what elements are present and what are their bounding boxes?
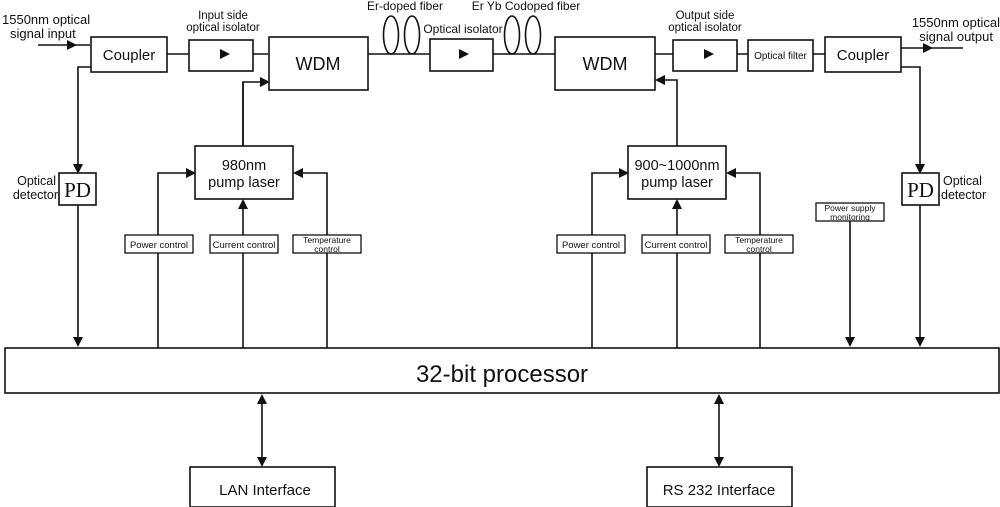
wdm-right-pump-arrow-icon <box>655 75 665 85</box>
coupler-left-label: Coupler <box>103 47 156 64</box>
rs232-link-up-arrow-icon <box>714 394 724 404</box>
detector-left-label-line2: detector <box>13 188 58 202</box>
pump-right-label-line1: 900~1000nm <box>634 158 719 174</box>
er-doped-fiber-label: Er-doped fiber <box>367 0 443 13</box>
input-isolator-caption-line2: optical isolator <box>186 22 260 34</box>
power-control-left-line <box>157 172 188 348</box>
temperature-control-right-label-line1: Temperature <box>735 235 783 245</box>
er-yb-fiber-coil-1 <box>503 15 521 55</box>
pump-laser-right <box>627 145 727 200</box>
output-signal-label-line1: 1550nm optical <box>912 15 1000 30</box>
er-yb-fiber-coil-2 <box>524 15 542 55</box>
current-control-left-arrow-icon <box>238 199 248 209</box>
current-control-left <box>209 234 279 254</box>
er-yb-fiber-label: Er Yb Codoped fiber <box>472 0 581 13</box>
power-supply-monitoring-label-line1: Power supply <box>824 203 876 213</box>
output-arrow-icon <box>923 43 933 53</box>
input-optical-isolator <box>188 39 254 72</box>
coupler-right <box>824 36 902 73</box>
temperature-control-left <box>292 234 362 254</box>
pump-left-feed-line <box>242 81 262 146</box>
power-control-right-arrow-icon <box>619 168 629 178</box>
input-arrow-icon <box>67 40 77 50</box>
pump-right-feed-line <box>663 79 678 146</box>
rs232-interface-label: RS 232 Interface <box>663 482 776 499</box>
current-control-left-label: Current control <box>213 240 276 251</box>
coupler-left <box>90 36 168 73</box>
coupler-right-label: Coupler <box>837 47 890 64</box>
power-control-left-arrow-icon <box>186 168 196 178</box>
pump-laser-left <box>194 145 294 200</box>
pd-left-arrow-icon <box>73 164 83 174</box>
pd-right <box>901 172 940 206</box>
current-control-right-arrow-icon <box>672 199 682 209</box>
input-isolator-caption-line1: Input side <box>198 10 248 22</box>
pd-left-label: PD <box>64 178 91 202</box>
wdm-right-label: WDM <box>583 54 628 74</box>
input-signal-label-line2: signal input <box>10 26 76 41</box>
temperature-control-right-arrow-icon <box>726 168 736 178</box>
isolator-arrow-icon <box>220 49 230 59</box>
er-doped-fiber-coil-1 <box>382 15 400 55</box>
er-doped-fiber-coil-2 <box>403 15 421 55</box>
lan-interface-label: LAN Interface <box>219 482 311 499</box>
pump-left-label-line2: pump laser <box>208 175 280 191</box>
lan-link-up-arrow-icon <box>257 394 267 404</box>
pump-left-label-line1: 980nm <box>222 158 266 174</box>
middle-isolator-arrow-icon <box>459 49 469 59</box>
power-supply-monitoring-label-line2: monitoring <box>830 212 870 222</box>
current-control-right <box>641 234 711 254</box>
processor-label: 32-bit processor <box>416 361 588 388</box>
temperature-control-left-arrow-icon <box>293 168 303 178</box>
power-control-right-label: Power control <box>562 240 620 251</box>
wdm-right <box>554 36 656 91</box>
wdm-left-label: WDM <box>296 54 341 74</box>
processor-input-arrow-icon <box>73 337 83 347</box>
output-isolator-caption-line1: Output side <box>676 10 735 22</box>
processor-block <box>4 347 1000 394</box>
output-signal-label-line2: signal output <box>919 29 993 44</box>
power-control-left <box>124 234 194 254</box>
detector-right-label-line1: Optical <box>943 174 982 188</box>
temperature-control-left-label-line2: control <box>314 244 340 254</box>
input-signal-label-line1: 1550nm optical <box>2 12 90 27</box>
current-control-right-label: Current control <box>645 240 708 251</box>
pd-right-label: PD <box>907 178 934 202</box>
optical-filter <box>747 39 814 72</box>
wdm-left <box>268 36 369 91</box>
temperature-control-right <box>724 234 794 254</box>
lan-link-down-arrow-icon <box>257 457 267 467</box>
output-isolator-arrow-icon <box>704 49 714 59</box>
detector-left-label-line1: Optical <box>17 174 56 188</box>
lan-interface <box>189 466 336 507</box>
temperature-control-right-label-line2: control <box>746 244 772 254</box>
coupler-left-to-pd-line <box>77 66 91 171</box>
optical-isolator-label: Optical isolator <box>423 22 502 36</box>
pd-left <box>58 172 97 206</box>
power-control-right <box>556 234 626 254</box>
output-isolator-caption-line2: optical isolator <box>668 22 742 34</box>
optical-filter-label: Optical filter <box>754 51 807 62</box>
temperature-control-left-line <box>301 172 328 348</box>
pump-right-label-line2: pump laser <box>641 175 713 191</box>
pd-right-arrow-icon <box>915 164 925 174</box>
rs232-interface <box>646 466 793 507</box>
rs232-link-down-arrow-icon <box>714 457 724 467</box>
temperature-control-left-label-line1: Temperature <box>303 235 351 245</box>
power-supply-arrow-icon <box>845 337 855 347</box>
power-control-left-label: Power control <box>130 240 188 251</box>
pd-right-processor-arrow-icon <box>915 337 925 347</box>
wdm-left-pump-arrow-icon <box>260 77 270 87</box>
coupler-right-to-pd-line <box>901 66 921 171</box>
temperature-control-right-line <box>734 172 761 348</box>
power-control-right-line <box>591 172 621 348</box>
detector-right-label-line2: detector <box>941 188 986 202</box>
